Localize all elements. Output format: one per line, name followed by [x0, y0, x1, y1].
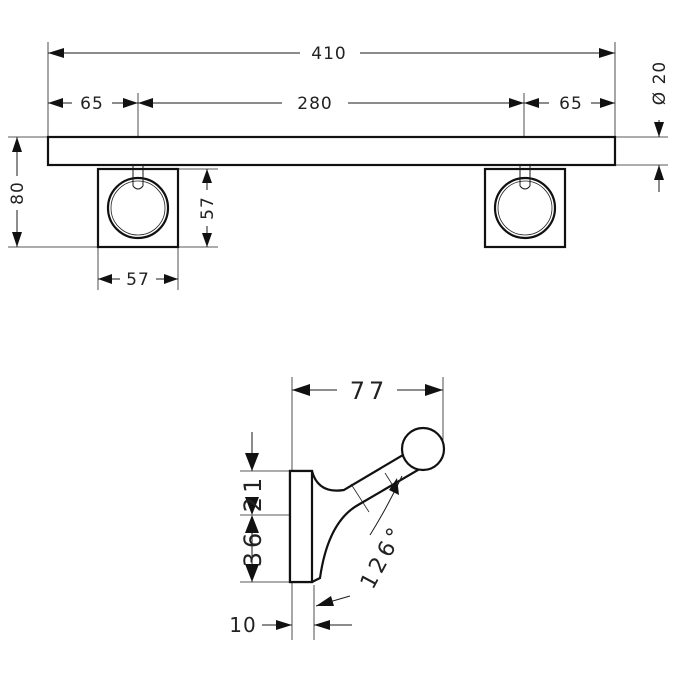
side-view: 77 21 36 10 126° — [229, 377, 446, 640]
bracket-width-label: 57 — [126, 270, 150, 290]
projection-label: 77 — [350, 377, 389, 405]
left-wall-bracket — [96, 165, 180, 249]
height-label: 80 — [8, 181, 28, 205]
dimension-bracket-height: 57 — [198, 169, 218, 247]
dimension-chain: 65 280 65 — [48, 94, 615, 114]
upper-height-label: 21 — [239, 474, 267, 513]
overall-length-label: 410 — [311, 44, 346, 64]
bracket-height-label: 57 — [198, 196, 218, 220]
diameter-label: Ø 20 — [650, 61, 670, 105]
top-view: 410 65 280 65 Ø 20 — [8, 42, 670, 290]
dimension-diameter: Ø 20 — [650, 61, 670, 192]
dimension-height: 80 — [8, 137, 28, 247]
right-offset-label: 65 — [559, 94, 583, 114]
dimension-projection: 77 — [292, 377, 443, 405]
right-wall-bracket — [483, 165, 567, 249]
lower-height-label: 36 — [239, 529, 267, 568]
hook-profile — [288, 426, 446, 584]
angle-label: 126° — [356, 521, 410, 594]
left-offset-label: 65 — [80, 94, 104, 114]
center-distance-label: 280 — [297, 94, 332, 114]
dimension-bracket-width: 57 — [98, 270, 178, 290]
dimension-wall-thickness: 10 — [229, 613, 352, 637]
wall-thickness-label: 10 — [229, 613, 256, 637]
dimension-heights: 21 36 — [239, 432, 267, 582]
rail-bar — [46, 135, 617, 167]
dimension-overall-length: 410 — [48, 44, 615, 64]
